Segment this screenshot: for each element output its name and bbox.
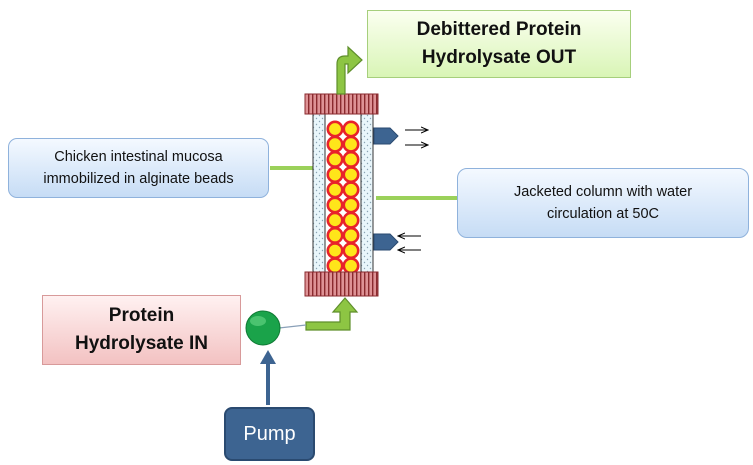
alginate-bead bbox=[326, 166, 344, 184]
outlet-label-box: Debittered Protein Hydrolysate OUT bbox=[367, 10, 631, 78]
alginate-bead bbox=[326, 242, 344, 260]
outlet-arrow bbox=[336, 45, 363, 95]
alginate-bead bbox=[342, 226, 360, 244]
inlet-ball-icon bbox=[245, 310, 281, 346]
alginate-bead bbox=[326, 211, 344, 229]
alginate-bead bbox=[342, 120, 360, 138]
pump-label: Pump bbox=[243, 422, 296, 445]
water-inlet-port-icon bbox=[373, 233, 399, 251]
jacketed-column bbox=[304, 93, 379, 297]
inlet-label-box: Protein Hydrolysate IN bbox=[42, 295, 241, 365]
feed-line bbox=[278, 324, 307, 329]
alginate-bead bbox=[326, 257, 344, 275]
alginate-bead bbox=[326, 150, 344, 168]
alginate-bead bbox=[326, 226, 344, 244]
alginate-bead bbox=[342, 135, 360, 153]
inlet-ball-highlight bbox=[250, 316, 266, 326]
pump-arrow-head bbox=[260, 350, 276, 364]
water-outlet-port-icon bbox=[373, 127, 399, 145]
pump-button: Pump bbox=[224, 407, 315, 461]
alginate-bead bbox=[326, 135, 344, 153]
outlet-label: Debittered Protein Hydrolysate OUT bbox=[416, 19, 582, 68]
jacket-label: Jacketed column with water circulation a… bbox=[513, 184, 693, 222]
mucosa-label-box: Chicken intestinal mucosa immobilized in… bbox=[8, 138, 269, 198]
jacket-label-box: Jacketed column with water circulation a… bbox=[457, 168, 749, 238]
bottom-cap bbox=[304, 271, 379, 297]
alginate-beads bbox=[326, 120, 360, 275]
inlet-label: Protein Hydrolysate IN bbox=[74, 305, 209, 354]
alginate-bead bbox=[342, 181, 360, 199]
alginate-bead bbox=[326, 181, 344, 199]
alginate-bead bbox=[342, 150, 360, 168]
alginate-bead bbox=[342, 242, 360, 260]
alginate-bead bbox=[326, 120, 344, 138]
mucosa-label: Chicken intestinal mucosa immobilized in… bbox=[43, 149, 234, 187]
alginate-bead bbox=[342, 196, 360, 214]
top-cap bbox=[304, 93, 379, 115]
alginate-bead bbox=[342, 166, 360, 184]
alginate-bead bbox=[342, 257, 360, 275]
inlet-arrow bbox=[305, 297, 359, 331]
alginate-bead bbox=[326, 196, 344, 214]
alginate-bead bbox=[342, 211, 360, 229]
